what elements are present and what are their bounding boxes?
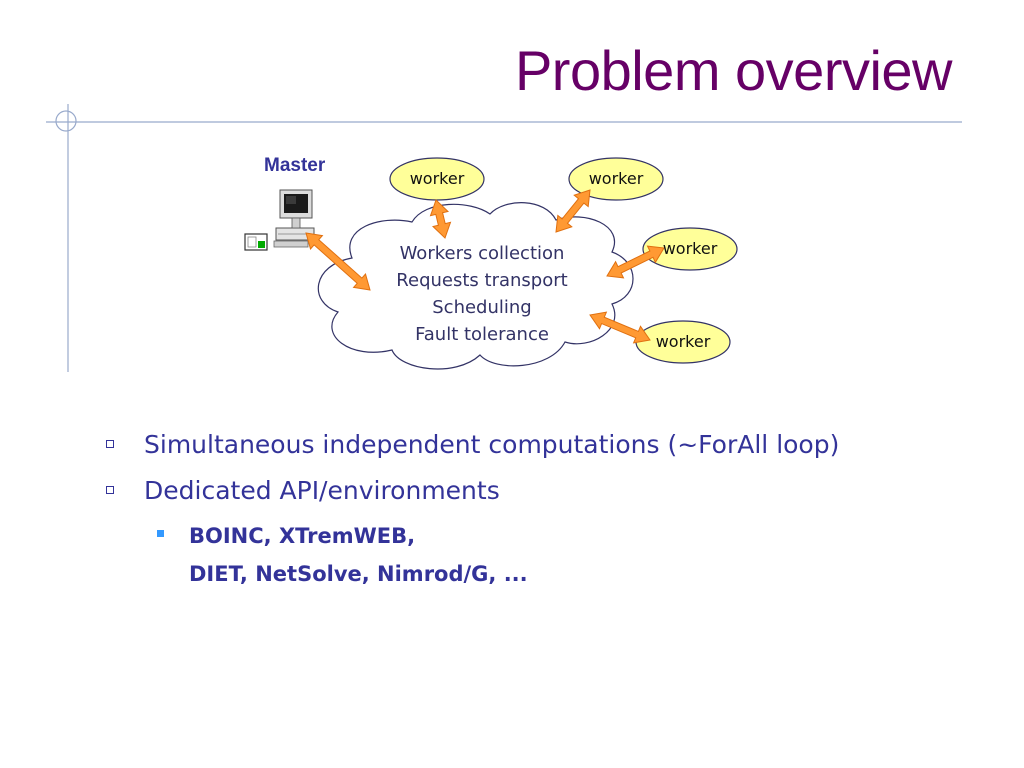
worker-label: worker — [655, 332, 711, 351]
bullet-text: Simultaneous independent computations (~… — [144, 430, 840, 459]
arrow-worker-4 — [589, 311, 651, 344]
cloud-shape — [317, 202, 634, 370]
worker-node — [642, 227, 738, 271]
slide-title: Problem overview — [514, 39, 953, 102]
computer-icon — [244, 189, 315, 251]
worker-label: worker — [662, 239, 718, 258]
master-worker-diagram: Master Workers collection Requests trans… — [244, 155, 738, 370]
worker-label: worker — [588, 169, 644, 188]
arrow-worker-3 — [606, 245, 665, 279]
sub-bullet-item: BOINC, XTremWEB, — [100, 517, 980, 555]
bullet-item: Simultaneous independent computations (~… — [100, 425, 980, 471]
bullet-text: Dedicated API/environments — [144, 476, 500, 505]
worker-label: worker — [409, 169, 465, 188]
master-label: Master — [264, 155, 326, 176]
square-bullet-icon — [106, 440, 114, 448]
cloud-line: Scheduling — [432, 297, 532, 318]
worker-node — [389, 157, 485, 201]
cloud-text: Workers collection Requests transport Sc… — [352, 240, 612, 348]
bullet-list: Simultaneous independent computations (~… — [100, 425, 980, 593]
cloud-line: Fault tolerance — [415, 324, 549, 345]
arrow-worker-1 — [429, 199, 452, 239]
arrow-worker-2 — [555, 189, 591, 233]
arrow-master-cloud — [305, 232, 371, 291]
cloud-line: Workers collection — [399, 243, 565, 264]
worker-node — [568, 157, 664, 201]
sub-bullet-text: BOINC, XTremWEB, — [189, 524, 416, 548]
sub-bullet-continuation: DIET, NetSolve, Nimrod/G, ... — [100, 555, 980, 593]
filled-square-bullet-icon — [157, 530, 164, 537]
bullet-item: Dedicated API/environments — [100, 471, 980, 517]
cloud-line: Requests transport — [396, 270, 568, 291]
square-bullet-icon — [106, 486, 114, 494]
sub-bullet-text: DIET, NetSolve, Nimrod/G, ... — [189, 562, 528, 586]
